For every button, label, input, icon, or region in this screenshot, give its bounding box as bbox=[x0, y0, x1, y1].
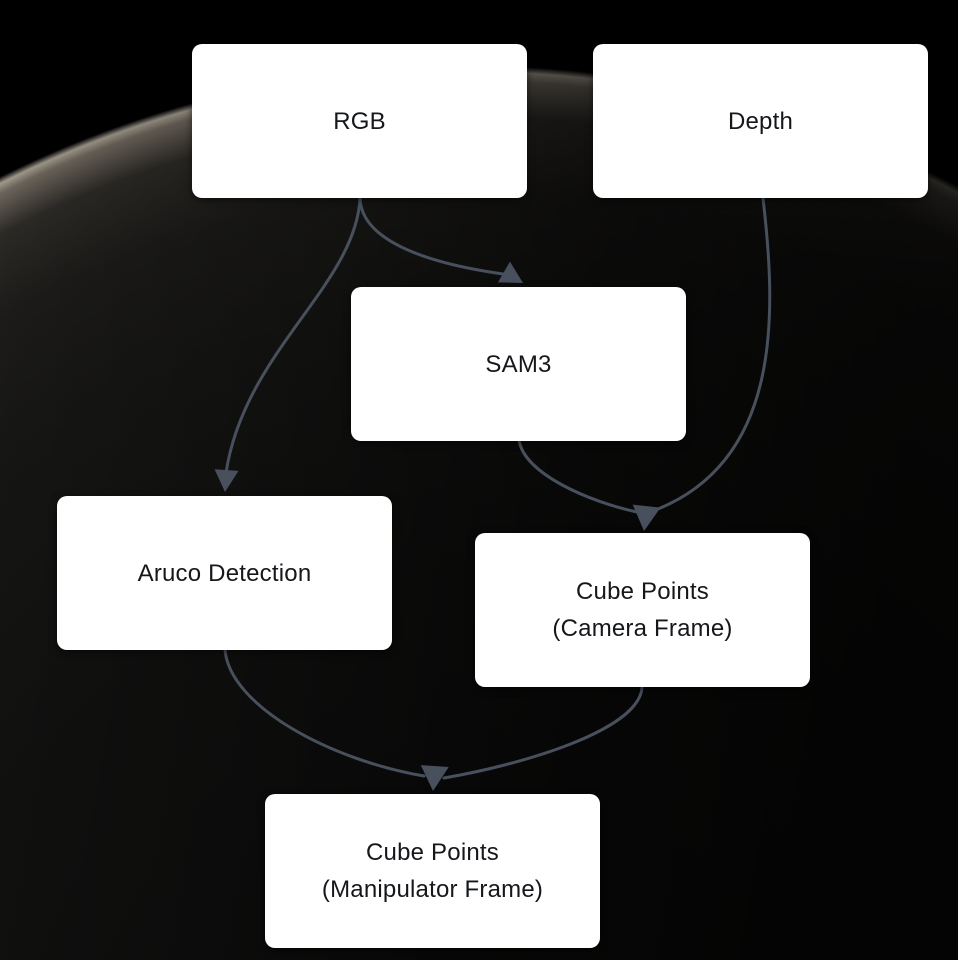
node-sam3[interactable]: SAM3 bbox=[351, 287, 686, 441]
edge-curve bbox=[358, 196, 505, 276]
edge-sam3-to-cube-points-camera[interactable] bbox=[517, 438, 661, 532]
edge-cube-points-camera-to-cube-points-manipulator[interactable] bbox=[442, 686, 644, 780]
edge-depth-to-cube-points-camera[interactable] bbox=[656, 196, 772, 511]
node-cube-points-camera-frame[interactable]: Cube Points (Camera Frame) bbox=[475, 533, 810, 687]
node-cube-points-manipulator-frame[interactable]: Cube Points (Manipulator Frame) bbox=[265, 794, 600, 948]
edge-curve bbox=[442, 686, 644, 780]
edge-rgb-to-sam3[interactable] bbox=[358, 196, 529, 293]
node-rgb[interactable]: RGB bbox=[192, 44, 527, 198]
node-label-line: Depth bbox=[727, 107, 794, 135]
edge-rgb-to-aruco-detection[interactable] bbox=[213, 196, 362, 493]
node-label-line: RGB bbox=[333, 107, 386, 135]
edge-curve bbox=[224, 196, 362, 475]
edge-curve bbox=[223, 648, 426, 778]
node-label-line: Cube Points bbox=[366, 839, 499, 866]
edge-arrowhead bbox=[420, 765, 449, 791]
edge-curve bbox=[517, 438, 639, 514]
node-label-line: SAM3 bbox=[485, 350, 552, 378]
edge-arrowhead bbox=[632, 504, 661, 531]
node-label-line: (Camera Frame) bbox=[552, 615, 733, 642]
node-depth[interactable]: Depth bbox=[593, 44, 928, 198]
node-aruco-detection[interactable]: Aruco Detection bbox=[57, 496, 392, 650]
edge-arrowhead bbox=[214, 469, 239, 492]
edge-arrowhead bbox=[497, 261, 523, 283]
node-label-line: Cube Points bbox=[576, 578, 709, 605]
node-label-line: Aruco Detection bbox=[137, 559, 312, 587]
edge-aruco-detection-to-cube-points-manipulator[interactable] bbox=[223, 648, 449, 792]
edge-curve bbox=[656, 196, 772, 511]
node-label-line: (Manipulator Frame) bbox=[321, 876, 544, 903]
